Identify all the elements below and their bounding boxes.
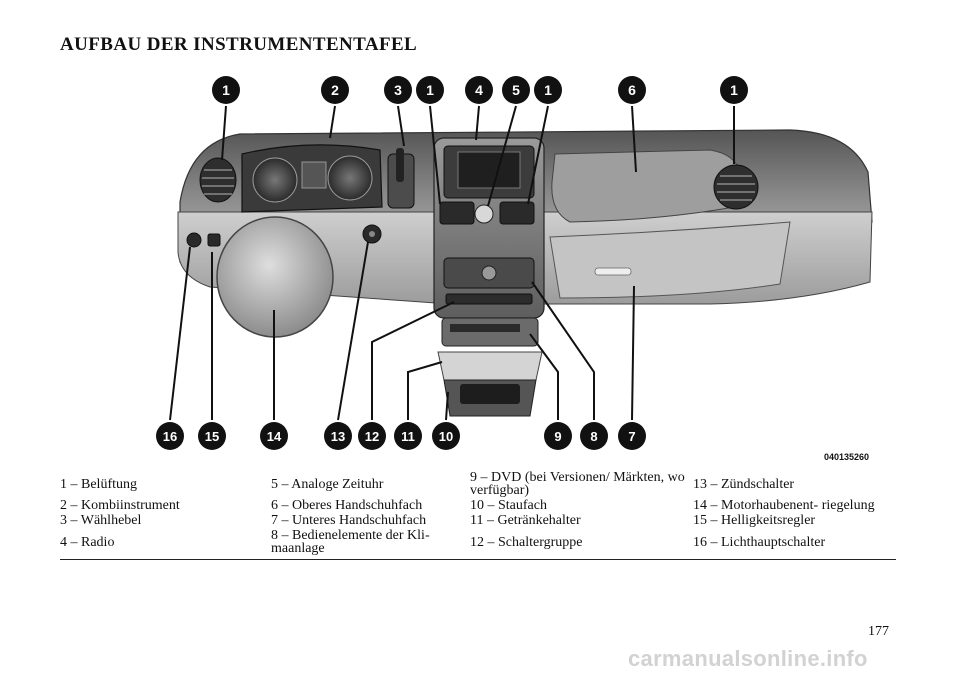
legend-item: 8 – Bedienelemente der Kli- maanlage [271, 528, 430, 556]
legend-item: 3 – Wählhebel [60, 513, 142, 528]
legend-table: 1 – Belüftung 5 – Analoge Zeituhr 9 – DV… [60, 470, 896, 560]
dashboard-illustration: 1 2 3 1 4 5 1 6 1 16 15 14 13 12 11 10 9… [150, 72, 890, 464]
legend-row: 3 – Wählhebel 7 – Unteres Handschuhfach … [60, 513, 896, 528]
page-number: 177 [868, 624, 889, 639]
figure-code: 040135260 [824, 452, 870, 462]
svg-text:3: 3 [394, 82, 402, 98]
svg-text:5: 5 [512, 82, 520, 98]
callout-top-5: 4 [465, 76, 493, 104]
svg-text:15: 15 [205, 429, 219, 444]
legend-row: 2 – Kombiinstrument 6 – Oberes Handschuh… [60, 498, 896, 513]
legend-item: 13 – Zündschalter [693, 476, 795, 492]
watermark: carmanualsonline.info [628, 646, 868, 671]
callout-bottom-9: 8 [580, 422, 608, 450]
svg-text:1: 1 [222, 82, 230, 98]
legend-item: 1 – Belüftung [60, 476, 137, 492]
svg-text:7: 7 [628, 429, 635, 444]
callout-top-6: 5 [502, 76, 530, 104]
legend-item: 14 – Motorhaubenent- riegelung [693, 498, 875, 513]
svg-text:1: 1 [730, 82, 738, 98]
svg-text:1: 1 [426, 82, 434, 98]
callout-bottom-7: 10 [432, 422, 460, 450]
callout-bottom-1: 16 [156, 422, 184, 450]
callout-bottom-8: 9 [544, 422, 572, 450]
svg-text:11: 11 [401, 429, 415, 444]
legend-item: 6 – Oberes Handschuhfach [271, 498, 423, 513]
legend-item: 16 – Lichthauptschalter [693, 534, 826, 550]
svg-text:1: 1 [544, 82, 552, 98]
callout-bottom-6: 11 [394, 422, 422, 450]
svg-text:10: 10 [439, 429, 453, 444]
legend-item: 15 – Helligkeitsregler [693, 513, 816, 528]
legend-item: 12 – Schaltergruppe [470, 534, 583, 550]
svg-text:14: 14 [267, 429, 282, 444]
svg-text:4: 4 [475, 82, 483, 98]
legend-item: 5 – Analoge Zeituhr [271, 476, 384, 492]
legend-item: 2 – Kombiinstrument [60, 498, 180, 513]
callout-top-1: 1 [212, 76, 240, 104]
svg-text:9: 9 [554, 429, 561, 444]
callout-bottom-3: 14 [260, 422, 288, 450]
legend-row: 1 – Belüftung 5 – Analoge Zeituhr 9 – DV… [60, 470, 896, 498]
callout-bottom-5: 12 [358, 422, 386, 450]
callout-top-8: 6 [618, 76, 646, 104]
legend-item: 7 – Unteres Handschuhfach [271, 513, 427, 528]
svg-text:8: 8 [590, 429, 597, 444]
legend-item: 11 – Getränkehalter [470, 513, 581, 528]
svg-text:2: 2 [331, 82, 339, 98]
callout-bottom-10: 7 [618, 422, 646, 450]
svg-text:16: 16 [163, 429, 177, 444]
callout-top-3: 3 [384, 76, 412, 104]
legend-item: 10 – Staufach [470, 498, 547, 513]
svg-text:12: 12 [365, 429, 379, 444]
page-heading: AUFBAU DER INSTRUMENTENTAFEL [60, 34, 418, 55]
dashboard-drawing: 1 2 3 1 4 5 1 6 1 16 15 14 13 12 11 10 9… [156, 76, 873, 450]
callout-top-4: 1 [416, 76, 444, 104]
callout-top-7: 1 [534, 76, 562, 104]
svg-text:13: 13 [331, 429, 345, 444]
legend-item: 9 – DVD (bei Versionen/ Märkten, wo verf… [470, 470, 685, 498]
callout-top-2: 2 [321, 76, 349, 104]
callout-top-9: 1 [720, 76, 748, 104]
legend-row: 4 – Radio 8 – Bedienelemente der Kli- ma… [60, 528, 896, 556]
callout-bottom-2: 15 [198, 422, 226, 450]
callout-bottom-4: 13 [324, 422, 352, 450]
legend-item: 4 – Radio [60, 534, 115, 550]
svg-text:6: 6 [628, 82, 636, 98]
